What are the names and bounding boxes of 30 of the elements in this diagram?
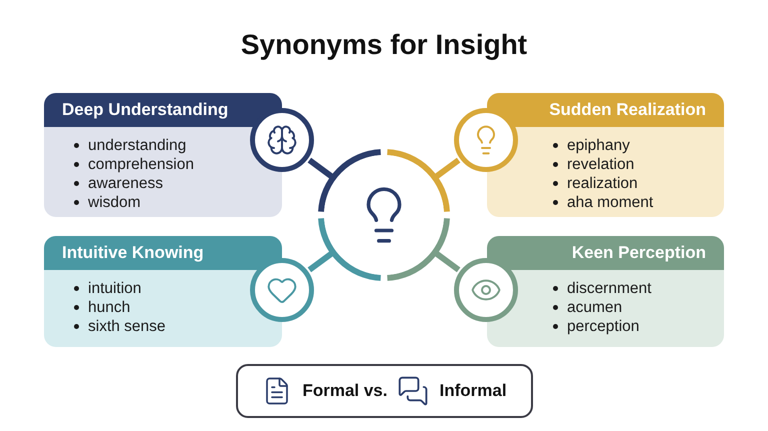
legend-box <box>236 364 533 418</box>
connector-line <box>432 250 460 272</box>
connector-line <box>308 158 336 180</box>
list-item: understanding <box>88 136 186 155</box>
card-header: Sudden Realization <box>487 93 724 127</box>
card-header: Keen Perception <box>487 236 724 270</box>
list-item: discernment <box>567 279 652 298</box>
informal-label: Informal <box>439 380 507 402</box>
category-card <box>487 236 724 347</box>
category-card <box>44 236 282 347</box>
list-item: intuition <box>88 279 142 298</box>
list-item: epiphany <box>567 136 630 155</box>
list-item: comprehension <box>88 155 194 174</box>
list-item: awareness <box>88 174 163 193</box>
list-item: acumen <box>567 298 622 317</box>
list-item: wisdom <box>88 193 141 212</box>
connector-line <box>308 250 336 272</box>
category-card <box>487 93 724 217</box>
connector-line <box>432 158 460 180</box>
formal-label: Formal vs. <box>302 380 388 402</box>
category-card <box>44 93 282 217</box>
list-item: perception <box>567 317 640 336</box>
list-item: hunch <box>88 298 130 317</box>
card-header: Deep Understanding <box>44 93 282 127</box>
list-item: revelation <box>567 155 634 174</box>
list-item: aha moment <box>567 193 654 212</box>
card-header: Intuitive Knowing <box>44 236 282 270</box>
title: Synonyms for Insight <box>240 28 528 62</box>
list-item: sixth sense <box>88 317 166 336</box>
list-item: realization <box>567 174 638 193</box>
